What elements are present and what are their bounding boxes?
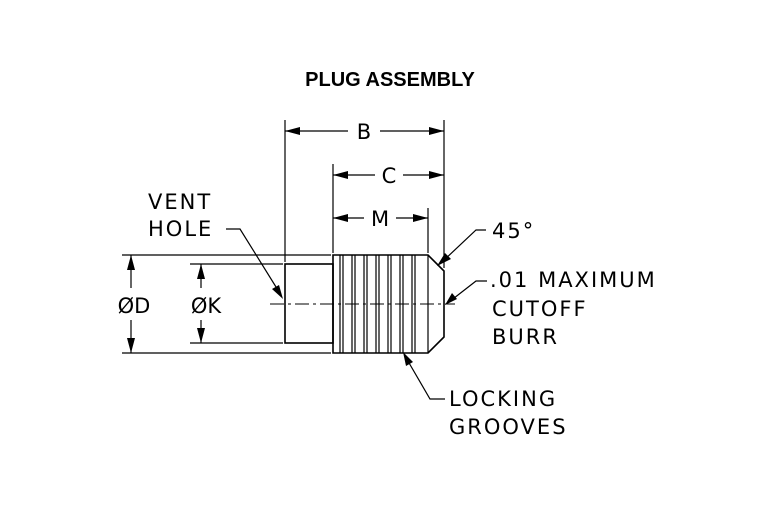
- arrowhead: [403, 352, 413, 366]
- vent-hole-label-line1: VENT: [148, 190, 212, 214]
- dimension-c: C: [332, 164, 444, 253]
- arrowhead: [445, 293, 457, 305]
- locking-grooves-callout: LOCKING GROOVES: [403, 352, 568, 439]
- drawing-title: PLUG ASSEMBLY: [305, 69, 475, 91]
- cutoff-burr-label-line3: BURR: [492, 325, 559, 349]
- leader-line: [226, 228, 282, 296]
- dimension-label-c: C: [382, 164, 397, 188]
- vent-hole-callout: VENT HOLE: [148, 190, 283, 299]
- dimension-label-m: M: [371, 207, 389, 231]
- arrowhead: [429, 171, 444, 179]
- arrowhead: [333, 214, 348, 222]
- leader-line: [441, 229, 486, 263]
- cutoff-burr-label-line1: .01 MAXIMUM: [490, 268, 657, 292]
- chamfer-callout: 45°: [437, 219, 535, 266]
- chamfer-angle-label: 45°: [492, 219, 535, 243]
- locking-grooves-label-line2: GROOVES: [449, 415, 568, 439]
- arrowhead: [429, 127, 444, 135]
- dimension-b: B: [284, 120, 445, 268]
- locking-grooves-label-line1: LOCKING: [449, 387, 557, 411]
- dimension-m: M: [333, 207, 429, 253]
- arrowhead: [197, 264, 205, 279]
- arrowhead: [333, 171, 348, 179]
- arrowhead: [127, 338, 135, 353]
- cutoff-burr-label-line2: CUTOFF: [492, 297, 588, 321]
- dimension-label-b: B: [357, 120, 371, 144]
- dimension-d: ØD: [118, 254, 331, 354]
- arrowhead: [285, 127, 300, 135]
- arrowhead: [437, 253, 451, 266]
- arrowhead: [197, 328, 205, 343]
- dimension-label-k: ØK: [191, 294, 223, 318]
- cutoff-burr-callout: .01 MAXIMUM CUTOFF BURR: [445, 268, 657, 349]
- dimension-k: ØK: [190, 263, 283, 344]
- vent-hole-label-line2: HOLE: [148, 217, 213, 241]
- leader-line: [404, 355, 445, 400]
- dimension-label-d: ØD: [118, 294, 151, 318]
- arrowhead: [272, 285, 283, 299]
- leader-line: [448, 280, 487, 303]
- arrowhead: [127, 255, 135, 270]
- arrowhead: [413, 214, 428, 222]
